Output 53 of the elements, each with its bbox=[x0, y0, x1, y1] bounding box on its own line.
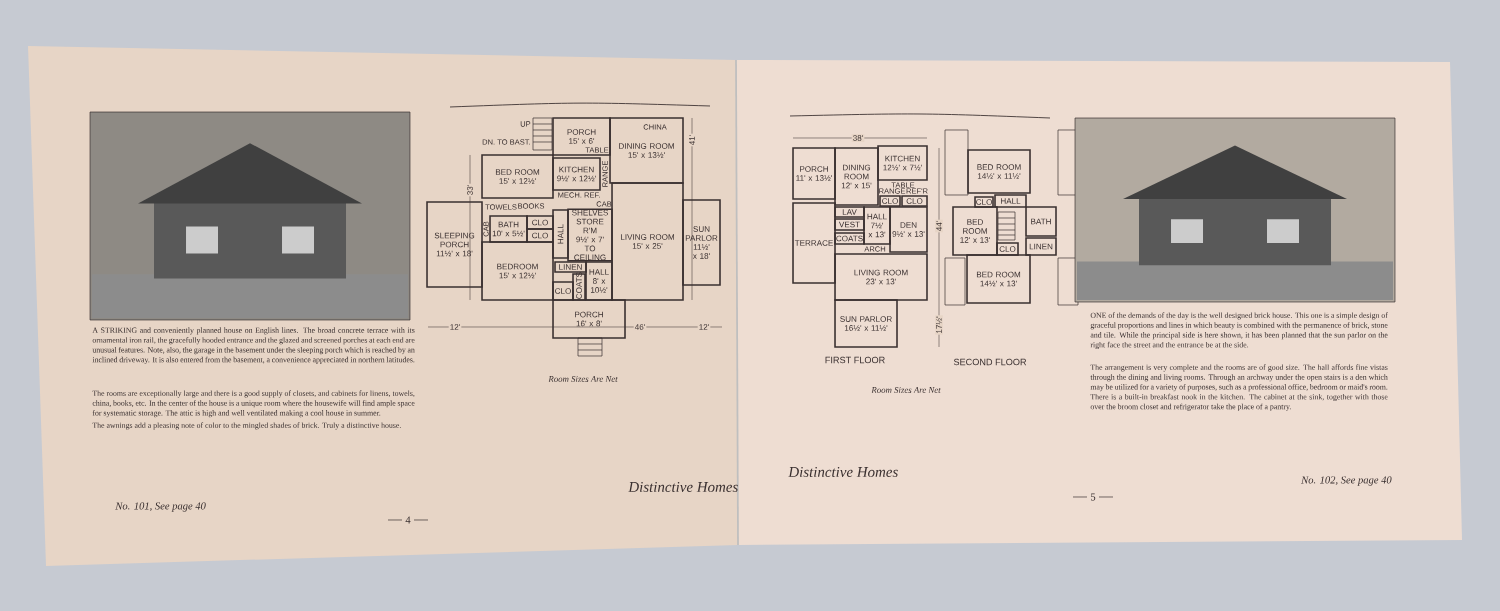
room: SUN PARLOR 16½' x 11½' bbox=[834, 299, 898, 348]
room: PORCH 16' x 8' bbox=[552, 299, 626, 339]
room: CLO bbox=[526, 228, 554, 243]
floor-title: FIRST FLOOR bbox=[825, 356, 885, 364]
room: CLO bbox=[552, 281, 574, 301]
room: LIVING ROOM 23' x 13' bbox=[834, 253, 928, 301]
room: COATS bbox=[834, 232, 865, 245]
room: SLEEPING PORCH 11½' x 18' bbox=[426, 201, 483, 288]
plan-caption: Room Sizes Are Net bbox=[871, 387, 941, 393]
page-number: 5 bbox=[1091, 493, 1096, 501]
catalogue-reference: No. 101, See page 40 bbox=[115, 502, 206, 512]
room: LINEN bbox=[1025, 237, 1057, 256]
room: LINEN bbox=[554, 261, 587, 273]
dimension-label: 46' bbox=[633, 323, 647, 331]
page-number: 4 bbox=[405, 516, 411, 524]
room: BATH 10' x 5½' bbox=[489, 215, 528, 243]
room: PORCH 11' x 13½' bbox=[792, 147, 836, 200]
floor-title: SECOND FLOOR bbox=[953, 358, 1027, 366]
room: SHELVES STORE R'M 9½' x 7' TO CEILING bbox=[567, 208, 613, 262]
room: KITCHEN 9½' x 12½' bbox=[552, 157, 601, 191]
running-title: Distinctive Homes bbox=[788, 466, 898, 477]
room: BATH bbox=[1025, 206, 1057, 237]
room: HALL 7½' x 13' bbox=[863, 206, 891, 245]
room: CLO bbox=[996, 242, 1019, 256]
dimension-label: 33' bbox=[466, 183, 474, 197]
room: DEN 9½' x 13' bbox=[889, 206, 928, 253]
room: HALL 8' x 10½' bbox=[585, 261, 613, 301]
dimension-label: 12' bbox=[697, 323, 711, 331]
room: LAV bbox=[834, 206, 865, 218]
room: CLO bbox=[879, 195, 901, 207]
room: CLO bbox=[974, 196, 994, 208]
room: BED ROOM 12' x 13' bbox=[952, 206, 998, 256]
dimension-label: 38' bbox=[851, 134, 865, 142]
room: HALL bbox=[552, 209, 569, 259]
room: TERRACE bbox=[792, 202, 836, 284]
room: LIVING ROOM 15' x 25' bbox=[611, 182, 684, 301]
room: SUN PARLOR 11½' x 18' bbox=[682, 199, 721, 286]
room: BED ROOM 14½' x 13' bbox=[966, 254, 1031, 304]
room: VEST bbox=[834, 218, 865, 231]
room: HALL bbox=[994, 194, 1027, 208]
room: CLO bbox=[901, 195, 928, 207]
dimension-label: 17½' bbox=[935, 315, 943, 335]
plan-caption: Room Sizes Are Net bbox=[548, 376, 618, 382]
dimension-label: 44' bbox=[935, 219, 943, 233]
room: BED ROOM 15' x 12½' bbox=[481, 154, 554, 199]
catalogue-reference: No. 102, See page 40 bbox=[1301, 476, 1392, 486]
room: KITCHEN 12½' x 7½' bbox=[877, 145, 928, 181]
running-title: Distinctive Homes bbox=[628, 481, 738, 492]
room: BED ROOM 14½' x 11½' bbox=[967, 149, 1031, 194]
dimension-label: 12' bbox=[448, 323, 462, 331]
room: DINING ROOM 12' x 15' bbox=[834, 147, 879, 206]
room: CLO bbox=[526, 215, 554, 230]
room: BEDROOM 15' x 12½' bbox=[481, 241, 554, 301]
